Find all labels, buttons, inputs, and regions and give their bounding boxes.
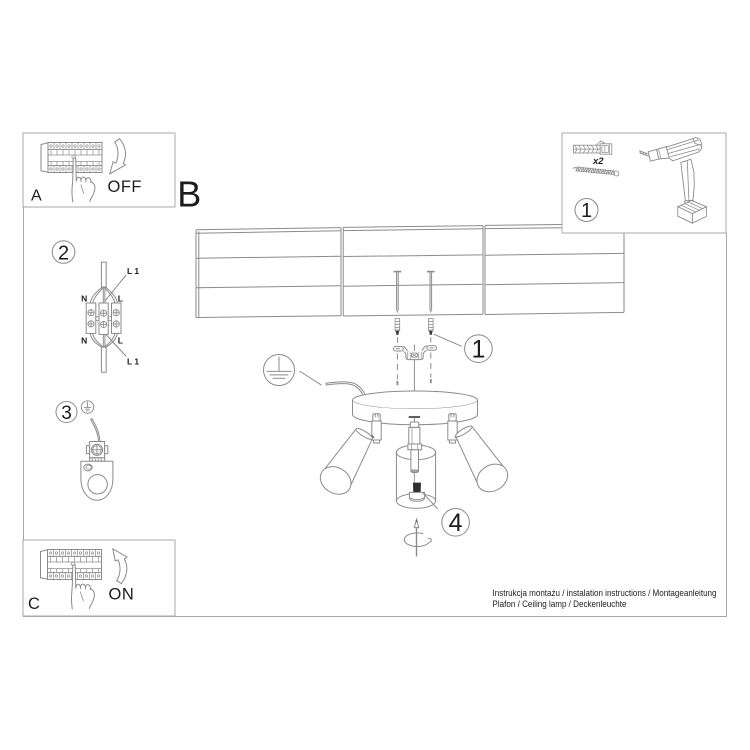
svg-text:3: 3: [61, 403, 72, 424]
svg-text:4: 4: [449, 509, 463, 537]
svg-text:B: B: [177, 174, 201, 215]
svg-text:Plafon / Ceiling lamp / Decken: Plafon / Ceiling lamp / Deckenleuchte: [493, 598, 627, 609]
svg-text:L: L: [118, 336, 123, 346]
svg-text:L: L: [118, 294, 123, 304]
svg-text:x2: x2: [592, 156, 604, 167]
svg-text:A: A: [31, 188, 42, 205]
svg-text:C: C: [28, 595, 40, 613]
svg-text:N: N: [81, 336, 87, 346]
svg-text:Instrukcja montażu / instalati: Instrukcja montażu / instalation instruc…: [493, 587, 717, 598]
svg-text:L 1: L 1: [127, 266, 139, 276]
svg-text:OFF: OFF: [108, 178, 143, 196]
svg-text:N: N: [81, 294, 87, 304]
svg-text:1: 1: [471, 335, 485, 363]
svg-text:1: 1: [581, 200, 592, 222]
svg-text:L 1: L 1: [127, 356, 139, 366]
svg-text:2: 2: [58, 242, 69, 264]
svg-text:ON: ON: [109, 586, 135, 604]
